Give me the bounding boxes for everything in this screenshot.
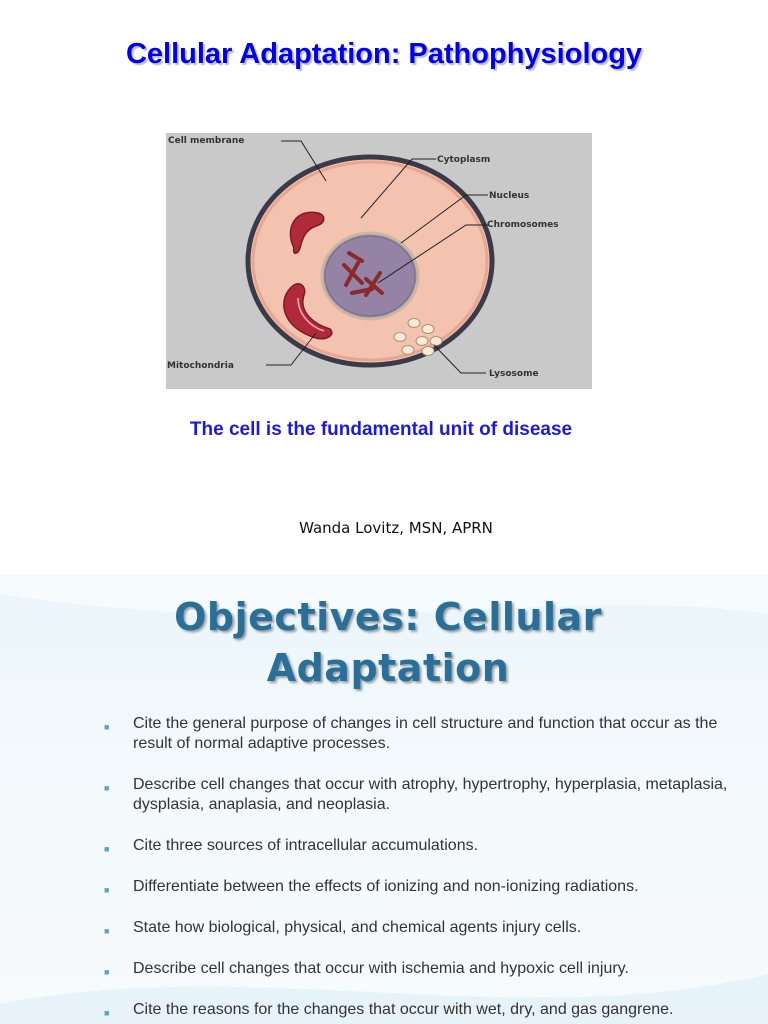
slide-2: Objectives: Cellular Adaptation ■ Cite th… [0,574,768,1024]
slide-2-title-line-1: Objectives: Cellular [174,595,602,639]
slide-1-title: Cellular Adaptation: Pathophysiology [125,38,643,70]
caption: The cell is the fundamental unit of dise… [0,419,768,441]
list-item-text: Describe cell changes that occur with at… [133,776,728,813]
label-nucleus: Nucleus [489,191,529,201]
list-item: ■ Cite the general purpose of changes in … [104,714,754,754]
label-chromosomes: Chromosomes [487,220,559,230]
bullet-icon: ■ [104,1008,110,1018]
list-item-text: Describe cell changes that occur with is… [133,960,629,977]
label-cytoplasm: Cytoplasm [437,155,490,165]
author: Wanda Lovitz, MSN, APRN [299,519,493,537]
list-item: ■ State how biological, physical, and che… [104,918,754,938]
list-item: ■ Cite three sources of intracellular ac… [104,836,754,856]
slide-2-title-line-2: Adaptation [266,646,510,690]
label-lysosome: Lysosome [489,369,539,379]
label-mitochondria: Mitochondria [167,361,234,371]
bullet-icon: ■ [104,783,110,793]
bullet-icon: ■ [104,967,110,977]
bullet-icon: ■ [104,885,110,895]
caption-text: The cell is the fundamental unit of dise… [189,419,573,440]
bullet-icon: ■ [104,844,110,854]
bullet-icon: ■ [104,926,110,936]
list-item: ■ Describe cell changes that occur with … [104,775,754,815]
background-swoosh [0,574,768,1024]
chromosomes [342,251,384,297]
list-item-text: Differentiate between the effects of ion… [133,878,639,895]
mitochondria-bottom [283,283,333,340]
mitochondria-top [289,211,325,254]
label-cell-membrane: Cell membrane [168,136,244,146]
list-item-text: State how biological, physical, and chem… [133,919,582,936]
list-item-text: Cite the general purpose of changes in c… [133,715,718,752]
cell-diagram: Cell membrane Cytoplasm Nucleus Chromoso… [166,133,592,389]
list-item: ■ Cite the reasons for the changes that … [104,1000,754,1020]
list-item-text: Cite the reasons for the changes that oc… [133,1001,674,1018]
objectives-list: ■ Cite the general purpose of changes in … [104,714,754,1024]
list-item: ■ Describe cell changes that occur with i… [104,959,754,979]
bullet-icon: ■ [104,722,110,732]
slide-1: Cellular Adaptation: Pathophysiology [0,38,768,537]
lysosomes [393,318,443,356]
list-item-text: Cite three sources of intracellular accu… [133,837,479,854]
slide-2-title: Objectives: Cellular Adaptation [148,592,628,694]
list-item: ■ Differentiate between the effects of io… [104,877,754,897]
